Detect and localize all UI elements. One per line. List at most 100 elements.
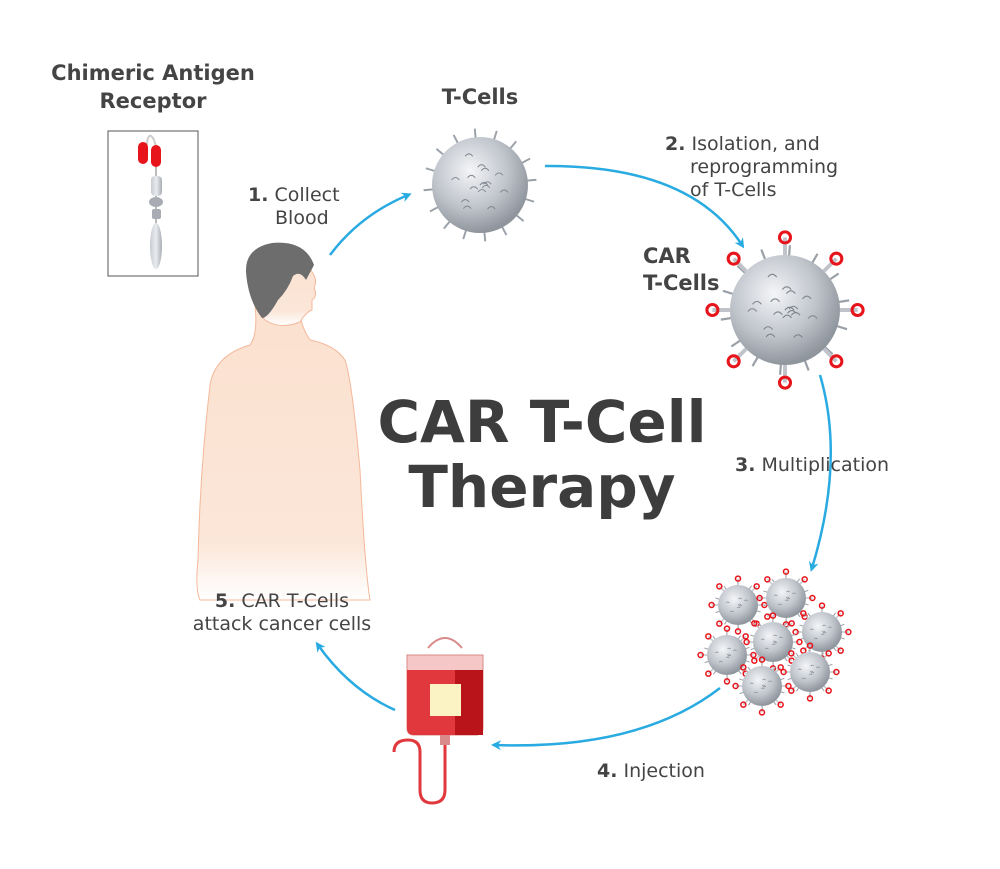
multiplied-car-t-cell <box>792 602 852 662</box>
arrow-step-4 <box>491 687 721 751</box>
multiplied-car-t-cell <box>780 642 840 702</box>
car-receptor-icon <box>751 620 758 627</box>
arrow-step-2 <box>544 164 745 249</box>
svg-text:Blood: Blood <box>275 207 329 229</box>
tcells-label: T-Cells <box>442 85 519 109</box>
step-number: 3. <box>735 454 755 476</box>
car-receptor-icon <box>705 302 720 318</box>
car-receptor-icon <box>792 628 799 636</box>
car-receptor-icon <box>743 638 750 646</box>
step-1-label: 1. Collect Blood <box>248 184 340 229</box>
svg-text:attack cancer cells: attack cancer cells <box>193 613 371 635</box>
iv-bag-illustration <box>392 637 484 805</box>
car-receptor-icon <box>782 568 790 575</box>
car-receptor-icon <box>788 650 795 657</box>
car-receptor-icon <box>845 628 852 636</box>
multiplied-car-t-cell <box>732 656 792 716</box>
step-number: 4. <box>597 760 617 782</box>
title-line1: CAR T-Cell <box>377 388 706 456</box>
car-receptor-icon <box>726 251 741 266</box>
car-receptor-icon <box>777 375 793 390</box>
step-4-label: 4. Injection <box>597 760 705 782</box>
car-receptor-icon <box>788 620 795 627</box>
svg-text:2. Isolation, and: 2. Isolation, and <box>665 133 820 155</box>
car-receptor-icon <box>705 670 712 677</box>
receptor-label-line2: Receptor <box>100 89 208 113</box>
car-receptor-icon <box>850 302 865 318</box>
car-receptor-icon <box>764 613 771 620</box>
car-receptor-icon <box>785 682 792 690</box>
car-tcells-label-line2: T-Cells <box>643 271 720 295</box>
step-2-label: 2. Isolation, and reprogramming of T-Cel… <box>665 133 838 201</box>
car-receptor-icon <box>753 583 760 590</box>
car-receptor-icon <box>764 576 771 583</box>
step-number: 1. <box>248 184 268 206</box>
step-5-label: 5. CAR T-Cells attack cancer cells <box>193 590 371 635</box>
car-receptor-icon <box>742 633 749 640</box>
car-receptor-icon <box>716 620 723 627</box>
car-receptor-icon <box>788 687 795 694</box>
car-receptor-icon <box>734 628 742 635</box>
svg-text:of T-Cells: of T-Cells <box>690 179 776 201</box>
car-receptor-icon <box>758 656 766 663</box>
step-number: 2. <box>665 133 685 155</box>
arrow-step-5 <box>315 641 396 712</box>
svg-text:3. Multiplication: 3. Multiplication <box>735 454 889 476</box>
step-3-label: 3. Multiplication <box>735 454 889 476</box>
car-receptor-icon <box>758 709 766 716</box>
arrow-step-1 <box>329 192 412 256</box>
title-line2: Therapy <box>408 453 675 521</box>
car-receptor-icon <box>751 657 758 664</box>
car-receptor-icon <box>740 701 747 708</box>
car-receptor-icon <box>777 701 784 708</box>
car-receptor-icon <box>809 594 816 602</box>
car-receptor-icon <box>829 251 844 266</box>
car-receptor-icon <box>818 602 826 609</box>
car-receptor-icon <box>697 651 704 659</box>
car-receptor-icon <box>777 230 793 245</box>
car-receptor-icon <box>723 625 731 632</box>
car-receptor-icon <box>732 682 739 690</box>
car-receptor-icon <box>829 354 844 369</box>
cells-layer <box>423 128 865 716</box>
svg-text:1. Collect: 1. Collect <box>248 184 340 206</box>
multiplied-car-t-cell <box>743 612 803 672</box>
car-receptor-icon <box>825 687 832 694</box>
car-receptor-icon <box>716 583 723 590</box>
car-receptor-icon <box>777 664 784 671</box>
arrow-step-3 <box>808 374 832 572</box>
car-receptor-icon <box>796 638 803 646</box>
car-receptor-icon <box>780 668 787 676</box>
car-receptor-icon <box>750 651 757 659</box>
car-receptor-icon <box>769 612 777 619</box>
car-tcells-label-line1: CAR <box>643 244 691 268</box>
car-receptor-icon <box>837 610 844 617</box>
multiplied-car-t-cell <box>697 625 757 685</box>
car-t-cell <box>705 230 865 390</box>
cycle-arrows <box>315 164 832 751</box>
car-receptor-icon <box>825 650 832 657</box>
multiplied-car-t-cell <box>756 568 816 628</box>
multiplied-car-t-cell <box>708 575 768 635</box>
car-receptor-icon <box>806 695 814 702</box>
person-illustration <box>196 242 371 601</box>
car-receptor-icon <box>740 664 747 671</box>
car-receptor-icon <box>756 594 763 602</box>
car-receptor-icon <box>723 678 731 685</box>
car-receptor-icon <box>705 633 712 640</box>
car-receptor-icon <box>806 642 814 649</box>
t-cell <box>423 128 537 242</box>
car-receptor-icon <box>801 576 808 583</box>
receptor-illustration <box>107 130 199 277</box>
svg-text:5. CAR T-Cells: 5. CAR T-Cells <box>215 590 349 612</box>
car-receptor-icon <box>726 354 741 369</box>
car-receptor-icon <box>734 575 742 582</box>
car-receptor-icon <box>833 668 840 676</box>
receptor-label-line1: Chimeric Antigen <box>51 61 255 85</box>
svg-text:reprogramming: reprogramming <box>690 156 838 178</box>
car-receptor-icon <box>800 610 807 617</box>
car-receptor-icon <box>708 601 715 609</box>
svg-text:4. Injection: 4. Injection <box>597 760 705 782</box>
car-receptor-icon <box>837 647 844 654</box>
